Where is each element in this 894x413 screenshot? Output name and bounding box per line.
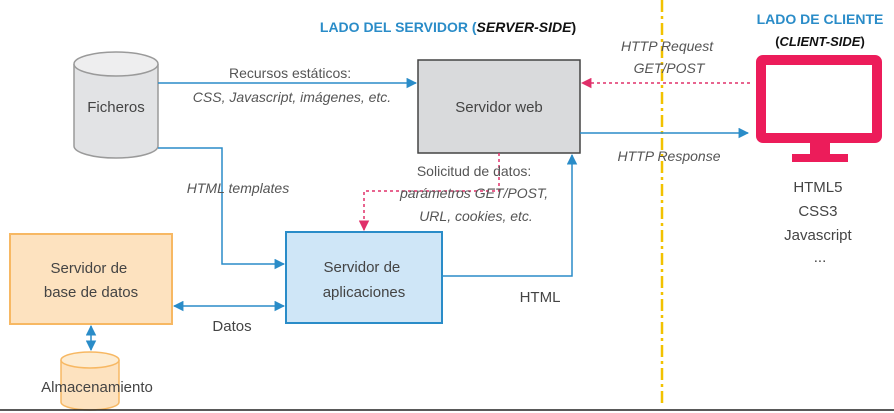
client-side-subtitle: (CLIENT-SIDE)	[775, 34, 865, 49]
app-server-label: Servidor de aplicaciones	[323, 259, 406, 301]
app-server-box	[285, 231, 443, 324]
static-resources-label: Recursos estáticos: CSS, Javascript, imá…	[193, 65, 391, 105]
db-server-box	[9, 233, 173, 325]
db-server-label: Servidor de base de datos	[44, 260, 138, 301]
client-tech-list: HTML5 CSS3 Javascript ...	[784, 179, 856, 266]
html-templates-label: HTML templates	[187, 180, 289, 196]
storage-cylinder	[60, 351, 120, 411]
html-templates-arrow	[158, 147, 286, 270]
client-side-title: LADO DE CLIENTE	[757, 11, 884, 27]
http-request-label: HTTP Request GET/POST	[621, 38, 717, 76]
html-arrow	[442, 153, 578, 277]
http-response-label: HTTP Response	[618, 148, 721, 164]
server-side-title: LADO DEL SERVIDOR (SERVER-SIDE)	[320, 19, 576, 35]
storage-label: Almacenamiento	[41, 379, 153, 396]
files-cylinder	[73, 51, 159, 159]
data-request-arrow	[358, 153, 500, 232]
files-label: Ficheros	[87, 99, 145, 116]
data-label: Datos	[212, 318, 251, 335]
html-label: HTML	[520, 289, 561, 306]
data-request-label: Solicitud de datos: parámetros GET/POST,…	[399, 163, 552, 224]
monitor-icon	[756, 55, 882, 162]
web-server-label: Servidor web	[455, 99, 543, 116]
